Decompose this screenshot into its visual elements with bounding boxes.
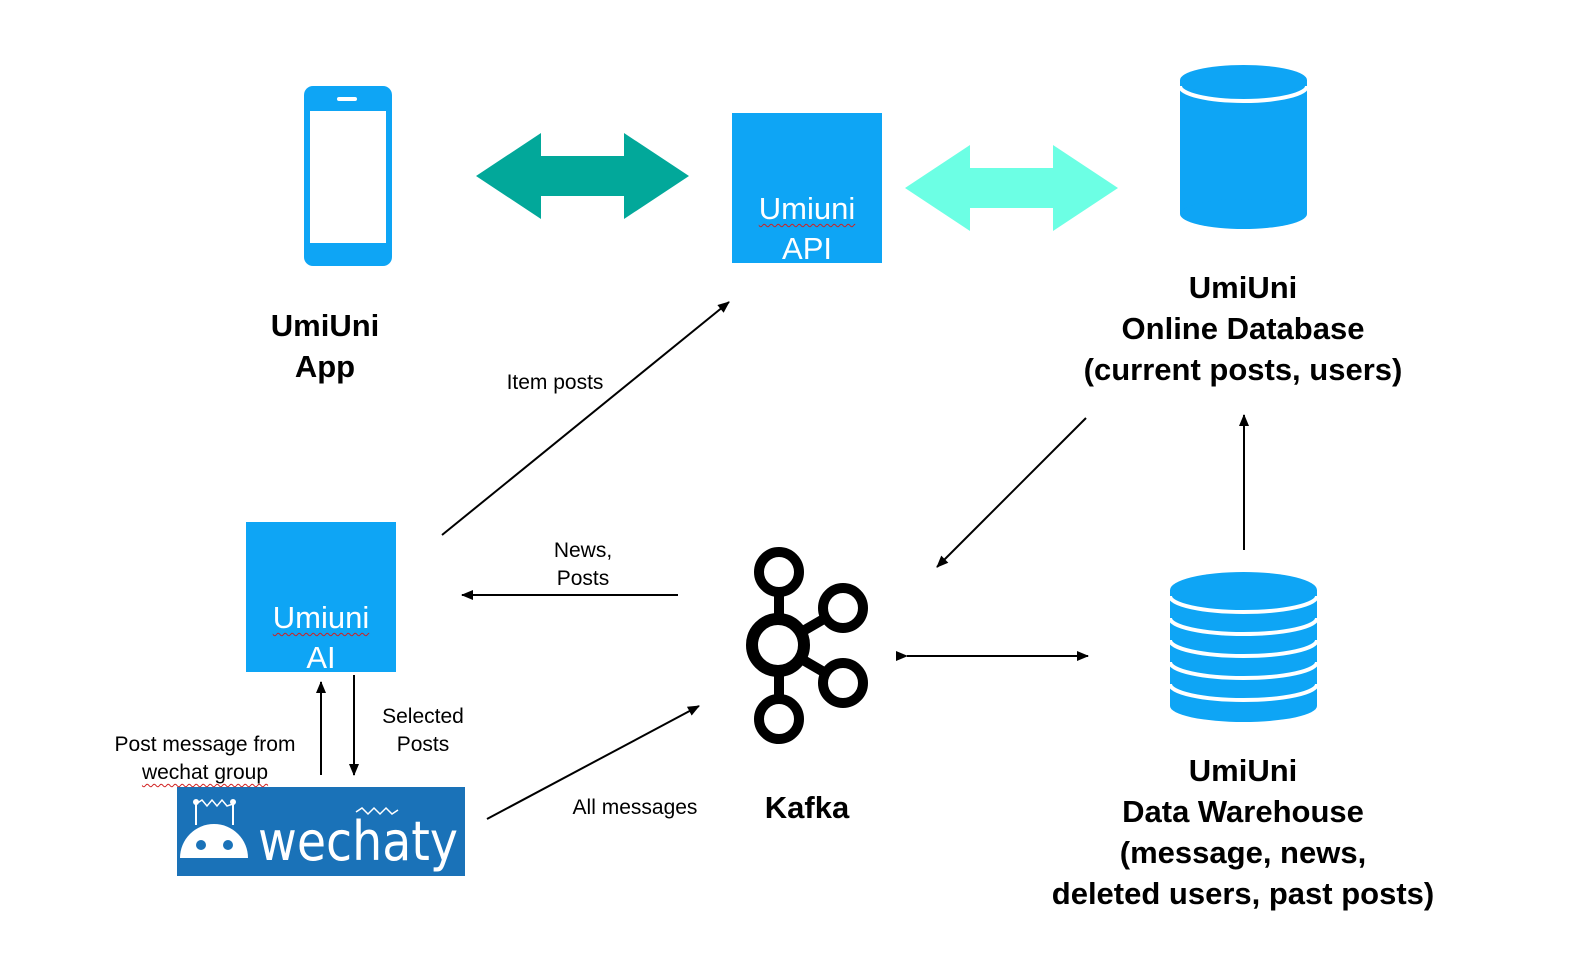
database-icon [1178,65,1309,229]
edge-wechaty-to-kafka [486,705,700,820]
kafka-logo-icon [746,547,868,744]
data-warehouse-label: UmiUni Data Warehouse (message, news, de… [1051,753,1435,911]
edge-db-to-kafka [936,417,1087,568]
kafka-label: Kafka [764,790,850,825]
item-posts-label: Item posts [506,371,604,394]
app-api-double-arrow [476,133,689,219]
online-db-label: UmiUni Online Database (current posts, u… [1083,270,1403,387]
wechaty-robot-icon: wechaty [177,787,465,876]
news-posts-label: News, Posts [553,539,613,590]
api-db-double-arrow [905,145,1118,231]
smartphone-icon [304,86,392,266]
all-messages-label: All messages [572,796,698,819]
ai-box[interactable] [246,522,396,672]
wechaty-wordmark: wechaty [258,810,458,873]
stacked-database-icon [1168,572,1319,722]
app-label: UmiUni App [270,308,380,384]
selected-posts-label: Selected Posts [382,705,464,756]
edge-ai-to-api [441,301,730,536]
api-box[interactable] [732,113,882,263]
